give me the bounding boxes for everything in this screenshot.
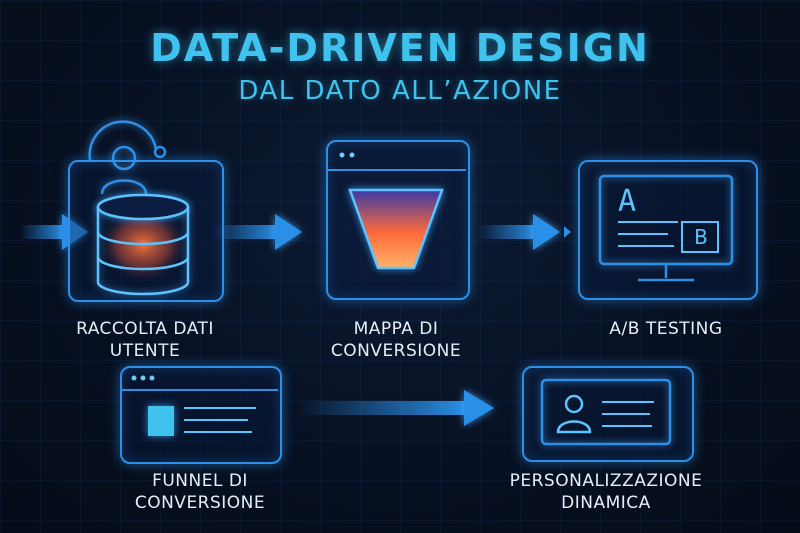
step5-label: PERSONALIZZAZIONE DINAMICA	[486, 470, 726, 514]
variant-b-letter: B	[694, 225, 708, 249]
arrow-step4-to-step5-icon	[298, 390, 494, 426]
step2-label-line1: MAPPA DI	[353, 319, 439, 339]
step2-label-line2: CONVERSIONE	[330, 341, 462, 361]
page-title: DATA-DRIVEN DESIGN	[150, 26, 650, 70]
ab-monitor-icon	[598, 174, 734, 282]
step1-label: RACCOLTA DATI UTENTE	[40, 318, 250, 362]
database-user-icon	[88, 120, 190, 296]
step2-label: MAPPA DI CONVERSIONE	[296, 318, 496, 362]
page-subtitle: DAL DATO ALL’AZIONE	[238, 76, 562, 106]
funnel-window-icon	[326, 152, 466, 270]
step3-label-line1: A/B TESTING	[609, 319, 723, 339]
arrow-step2-to-step3-icon	[478, 214, 571, 250]
step4-label-line1: FUNNEL DI	[152, 471, 248, 491]
variant-a-letter: A	[618, 184, 637, 219]
step5-label-line2: DINAMICA	[561, 493, 651, 513]
arrow-step1-to-step2-icon	[210, 214, 302, 250]
step4-label-line2: CONVERSIONE	[134, 493, 266, 513]
browser-window-icon	[120, 375, 278, 436]
step4-label: FUNNEL DI CONVERSIONE	[100, 470, 300, 514]
step4-panel	[120, 366, 282, 464]
step3-label: A/B TESTING	[566, 318, 766, 340]
step1-label-line2: UTENTE	[109, 341, 181, 361]
step5-label-line1: PERSONALIZZAZIONE	[509, 471, 703, 491]
step3-panel	[578, 160, 758, 300]
profile-card-icon	[540, 378, 672, 446]
step1-label-line1: RACCOLTA DATI	[76, 319, 214, 339]
